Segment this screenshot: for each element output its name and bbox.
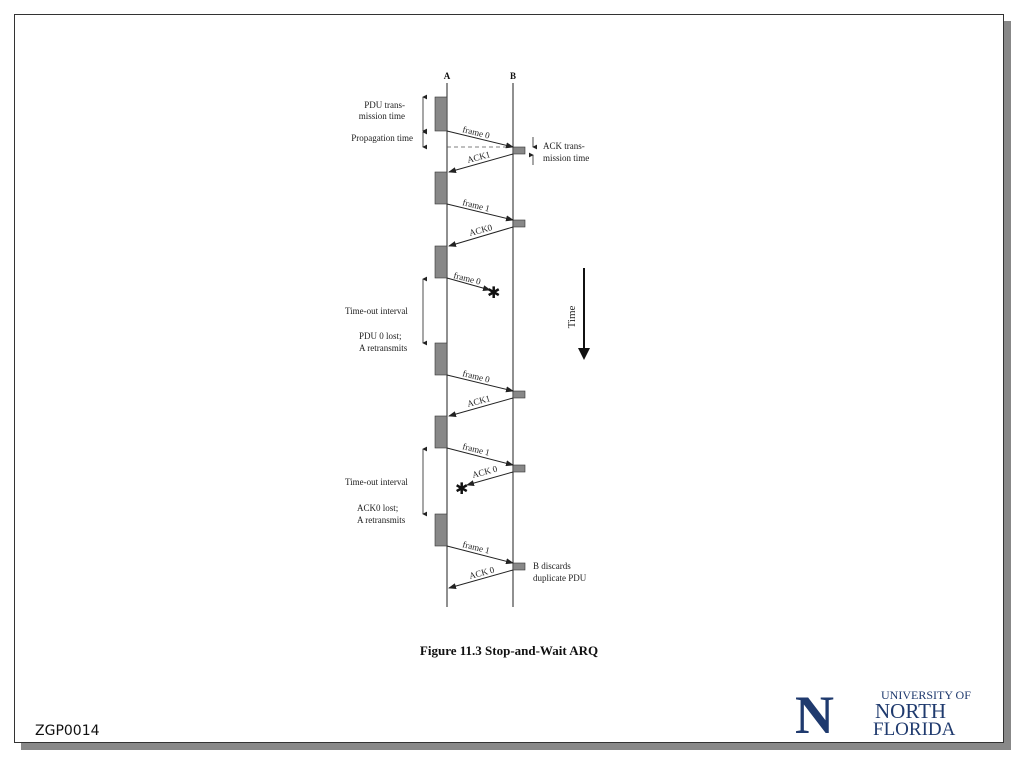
svg-text:ACK trans-: ACK trans- [543,141,585,151]
pdu0-lost-annotation: PDU 0 lost; A retransmits [359,331,408,353]
svg-text:Time-out interval: Time-out interval [345,306,408,316]
ack-block [512,562,526,571]
lost-marker: ✱ [487,283,500,302]
time-arrow: Time [566,268,590,360]
svg-text:ACK1: ACK1 [466,393,491,409]
pdu-block [434,513,448,547]
message-ack1-2: ACK1 [448,393,514,417]
b-discards-annotation: B discards duplicate PDU [533,561,587,583]
propagation-time-annotation: Propagation time [351,129,427,150]
ack-block [512,146,526,155]
svg-text:PDU trans-: PDU trans- [364,100,405,110]
svg-text:UNIVERSITY OF: UNIVERSITY OF [881,688,971,702]
slide-frame: A B frame 0 ACK1 frame 1 [14,14,1004,743]
message-ack1-1: ACK1 [448,149,514,173]
svg-text:PDU 0 lost;: PDU 0 lost; [359,331,402,341]
timeout-interval-1: Time-out interval [345,276,427,346]
message-frame0-2: frame 0 [446,368,514,393]
pdu-tx-time-annotation: PDU trans- mission time [359,94,427,134]
svg-text:Time-out interval: Time-out interval [345,477,408,487]
svg-text:ACK0: ACK0 [468,222,494,238]
svg-text:ACK0 lost;: ACK0 lost; [357,503,398,513]
pdu-block [434,415,448,449]
station-a-label: A [444,71,451,81]
svg-text:Time: Time [566,305,578,328]
svg-text:A retransmits: A retransmits [357,515,406,525]
svg-text:Propagation time: Propagation time [351,133,413,143]
message-frame1-3: frame 1 [446,539,514,565]
pdu-block [434,171,448,205]
unf-logo: N UNIVERSITY OF NORTH FLORIDA [795,687,971,737]
figure-caption: Figure 11.3 Stop-and-Wait ARQ [419,643,599,658]
message-frame1-2: frame 1 [446,441,514,467]
station-b-label: B [510,71,516,81]
message-frame1-1: frame 1 [446,197,514,222]
lost-marker: ✱ [455,479,468,498]
svg-text:mission time: mission time [359,111,405,121]
svg-text:duplicate PDU: duplicate PDU [533,573,587,583]
message-ack0-final: ACK 0 [448,564,514,589]
svg-text:NORTH: NORTH [875,699,946,723]
svg-text:ACK1: ACK1 [466,149,491,165]
svg-text:FLORIDA: FLORIDA [873,719,956,737]
message-frame0-1: frame 0 [446,124,514,149]
svg-text:A retransmits: A retransmits [359,343,408,353]
timeout-interval-2: Time-out interval [345,446,427,517]
ack-block [512,219,526,228]
ack0-lost-annotation: ACK0 lost; A retransmits [357,503,406,525]
message-ack0-lost: ACK 0 ✱ [455,463,514,498]
pdu-block [434,342,448,376]
ack-block [512,390,526,399]
slide-id: ZGP0014 [35,723,100,739]
svg-text:B discards: B discards [533,561,571,571]
svg-text:frame 0: frame 0 [453,270,483,287]
stop-and-wait-diagram: A B frame 0 ACK1 frame 1 [345,71,590,607]
message-ack0-1: ACK0 [448,222,514,247]
logo-letter: N [795,687,834,737]
svg-text:mission time: mission time [543,153,589,163]
message-frame0-lost: frame 0 ✱ [446,270,500,302]
ack-tx-time-annotation: ACK trans- mission time [529,137,589,165]
pdu-block [434,245,448,279]
pdu-block [434,96,448,132]
ack-block [512,464,526,473]
